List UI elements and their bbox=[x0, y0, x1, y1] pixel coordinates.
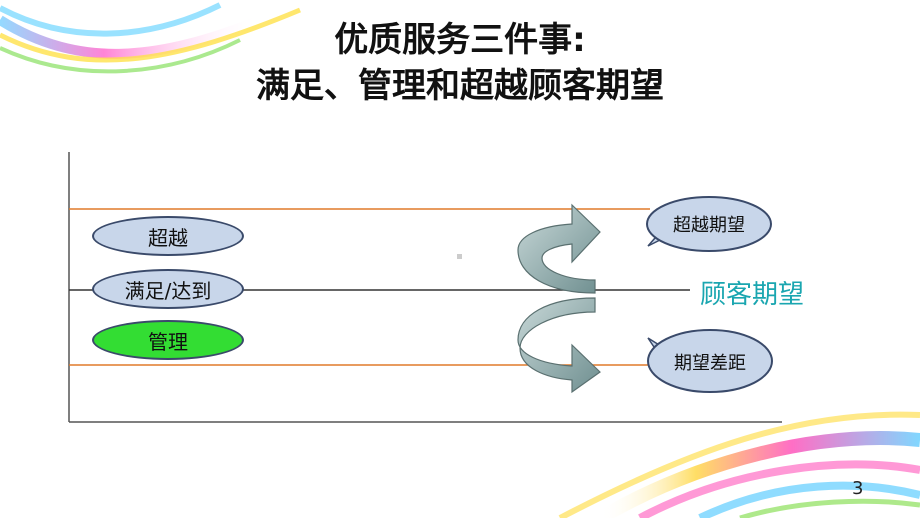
curved-arrow-down bbox=[517, 297, 601, 394]
decorative-swoosh-top bbox=[0, 2, 301, 74]
center-marker bbox=[457, 254, 462, 259]
meet-oval: 满足/达到 bbox=[92, 269, 244, 309]
slide-title-line2: 满足、管理和超越顾客期望 bbox=[256, 66, 664, 106]
exceed-oval: 超越 bbox=[92, 216, 244, 256]
manage-oval: 管理 bbox=[92, 320, 244, 360]
customer-expectation-label: 顾客期望 bbox=[700, 280, 805, 310]
curved-arrow-up bbox=[517, 203, 601, 294]
exceed-callout-text: 超越期望 bbox=[673, 215, 745, 236]
decorative-swoosh-bottom bbox=[558, 411, 920, 518]
gap-callout-text: 期望差距 bbox=[674, 353, 746, 374]
exceed-callout-bubble bbox=[646, 196, 772, 252]
slide-title-line1: 优质服务三件事: bbox=[334, 20, 586, 60]
gap-callout-bubble bbox=[647, 329, 773, 393]
page-number: 3 bbox=[852, 478, 864, 499]
